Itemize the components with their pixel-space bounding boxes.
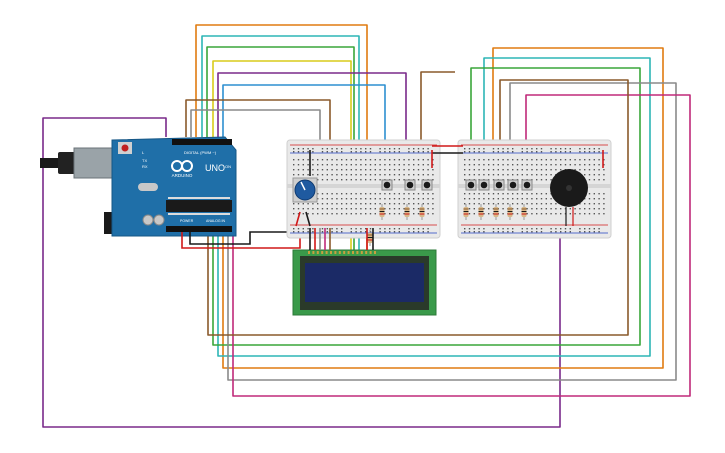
pushbutton-3[interactable]: [421, 179, 433, 191]
digital-label: DIGITAL (PWM ~): [184, 150, 217, 155]
wire-green-right[interactable]: [212, 67, 641, 346]
arduino-power-wires: [181, 231, 301, 249]
pushbutton-4[interactable]: [465, 179, 477, 191]
piezo-buzzer[interactable]: [550, 169, 588, 226]
pushbutton-1[interactable]: [381, 179, 393, 191]
center-channel: [287, 184, 440, 188]
arduino-uno[interactable]: DIGITAL (PWM ~) ARDUINO UNO L TX RX ON P…: [40, 136, 237, 237]
capacitor-2: [153, 214, 165, 226]
pushbutton-8[interactable]: [521, 179, 533, 191]
lcd-screen: [305, 263, 424, 302]
resistor-2[interactable]: [404, 204, 410, 220]
wire-brown-bridge[interactable]: [420, 71, 455, 150]
wire-purple-left-loop[interactable]: [42, 117, 561, 428]
wire-magenta-right[interactable]: [232, 94, 691, 397]
analog-label: ANALOG IN: [206, 219, 226, 223]
resistor-5[interactable]: [478, 204, 484, 220]
wire-brown-right[interactable]: [207, 79, 629, 336]
digital-header: [172, 139, 232, 145]
breadboard-1[interactable]: [286, 139, 441, 239]
wire-red-pot[interactable]: [295, 211, 301, 227]
on-label: ON: [225, 164, 231, 169]
lcd-wires: [309, 228, 374, 250]
chip-pins: [168, 197, 230, 215]
pushbutton-2[interactable]: [404, 179, 416, 191]
resistor-7[interactable]: [507, 204, 513, 220]
resistor-3[interactable]: [419, 204, 425, 220]
power-analog-header: [166, 226, 232, 232]
wire-orange-top[interactable]: [195, 24, 368, 252]
resistor-9[interactable]: [367, 230, 373, 246]
resistors: [367, 204, 527, 246]
atmega-chip: [166, 200, 232, 212]
wire-black-pot[interactable]: [305, 211, 311, 227]
wire-red-5v[interactable]: [181, 232, 301, 249]
reset-button-cap: [121, 144, 129, 152]
resistor-4[interactable]: [463, 204, 469, 220]
power-label: POWER: [180, 219, 194, 223]
l-label: L: [142, 150, 145, 155]
pushbuttons: [381, 179, 533, 191]
pushbutton-7[interactable]: [507, 179, 519, 191]
lcd-pins: [308, 251, 376, 254]
wire-gray-right[interactable]: [227, 82, 677, 381]
arduino-model-label: UNO: [205, 163, 225, 173]
rail-wires: [295, 145, 604, 227]
center-channel: [458, 184, 611, 188]
pushbutton-5[interactable]: [478, 179, 490, 191]
arduino-logo: [171, 160, 193, 172]
rx-label: RX: [142, 164, 148, 169]
resistor-8[interactable]: [521, 204, 527, 220]
capacitor-1: [142, 214, 154, 226]
wire-purple-button[interactable]: [217, 72, 407, 185]
crystal: [138, 183, 158, 191]
lcd-16x2[interactable]: [292, 249, 437, 316]
resistor-6[interactable]: [493, 204, 499, 220]
wire-black-gnd[interactable]: [189, 231, 300, 245]
pushbutton-6[interactable]: [493, 179, 505, 191]
potentiometer[interactable]: [292, 177, 318, 203]
wire-blue-button[interactable]: [222, 84, 386, 185]
usb-plug: [58, 152, 76, 174]
arduino-brand-label: ARDUINO: [172, 173, 193, 178]
breadboard-holes: [293, 148, 434, 233]
resistor-1[interactable]: [379, 204, 385, 220]
wires: [42, 24, 691, 428]
tx-label: TX: [142, 158, 147, 163]
usb-cable: [40, 158, 60, 168]
